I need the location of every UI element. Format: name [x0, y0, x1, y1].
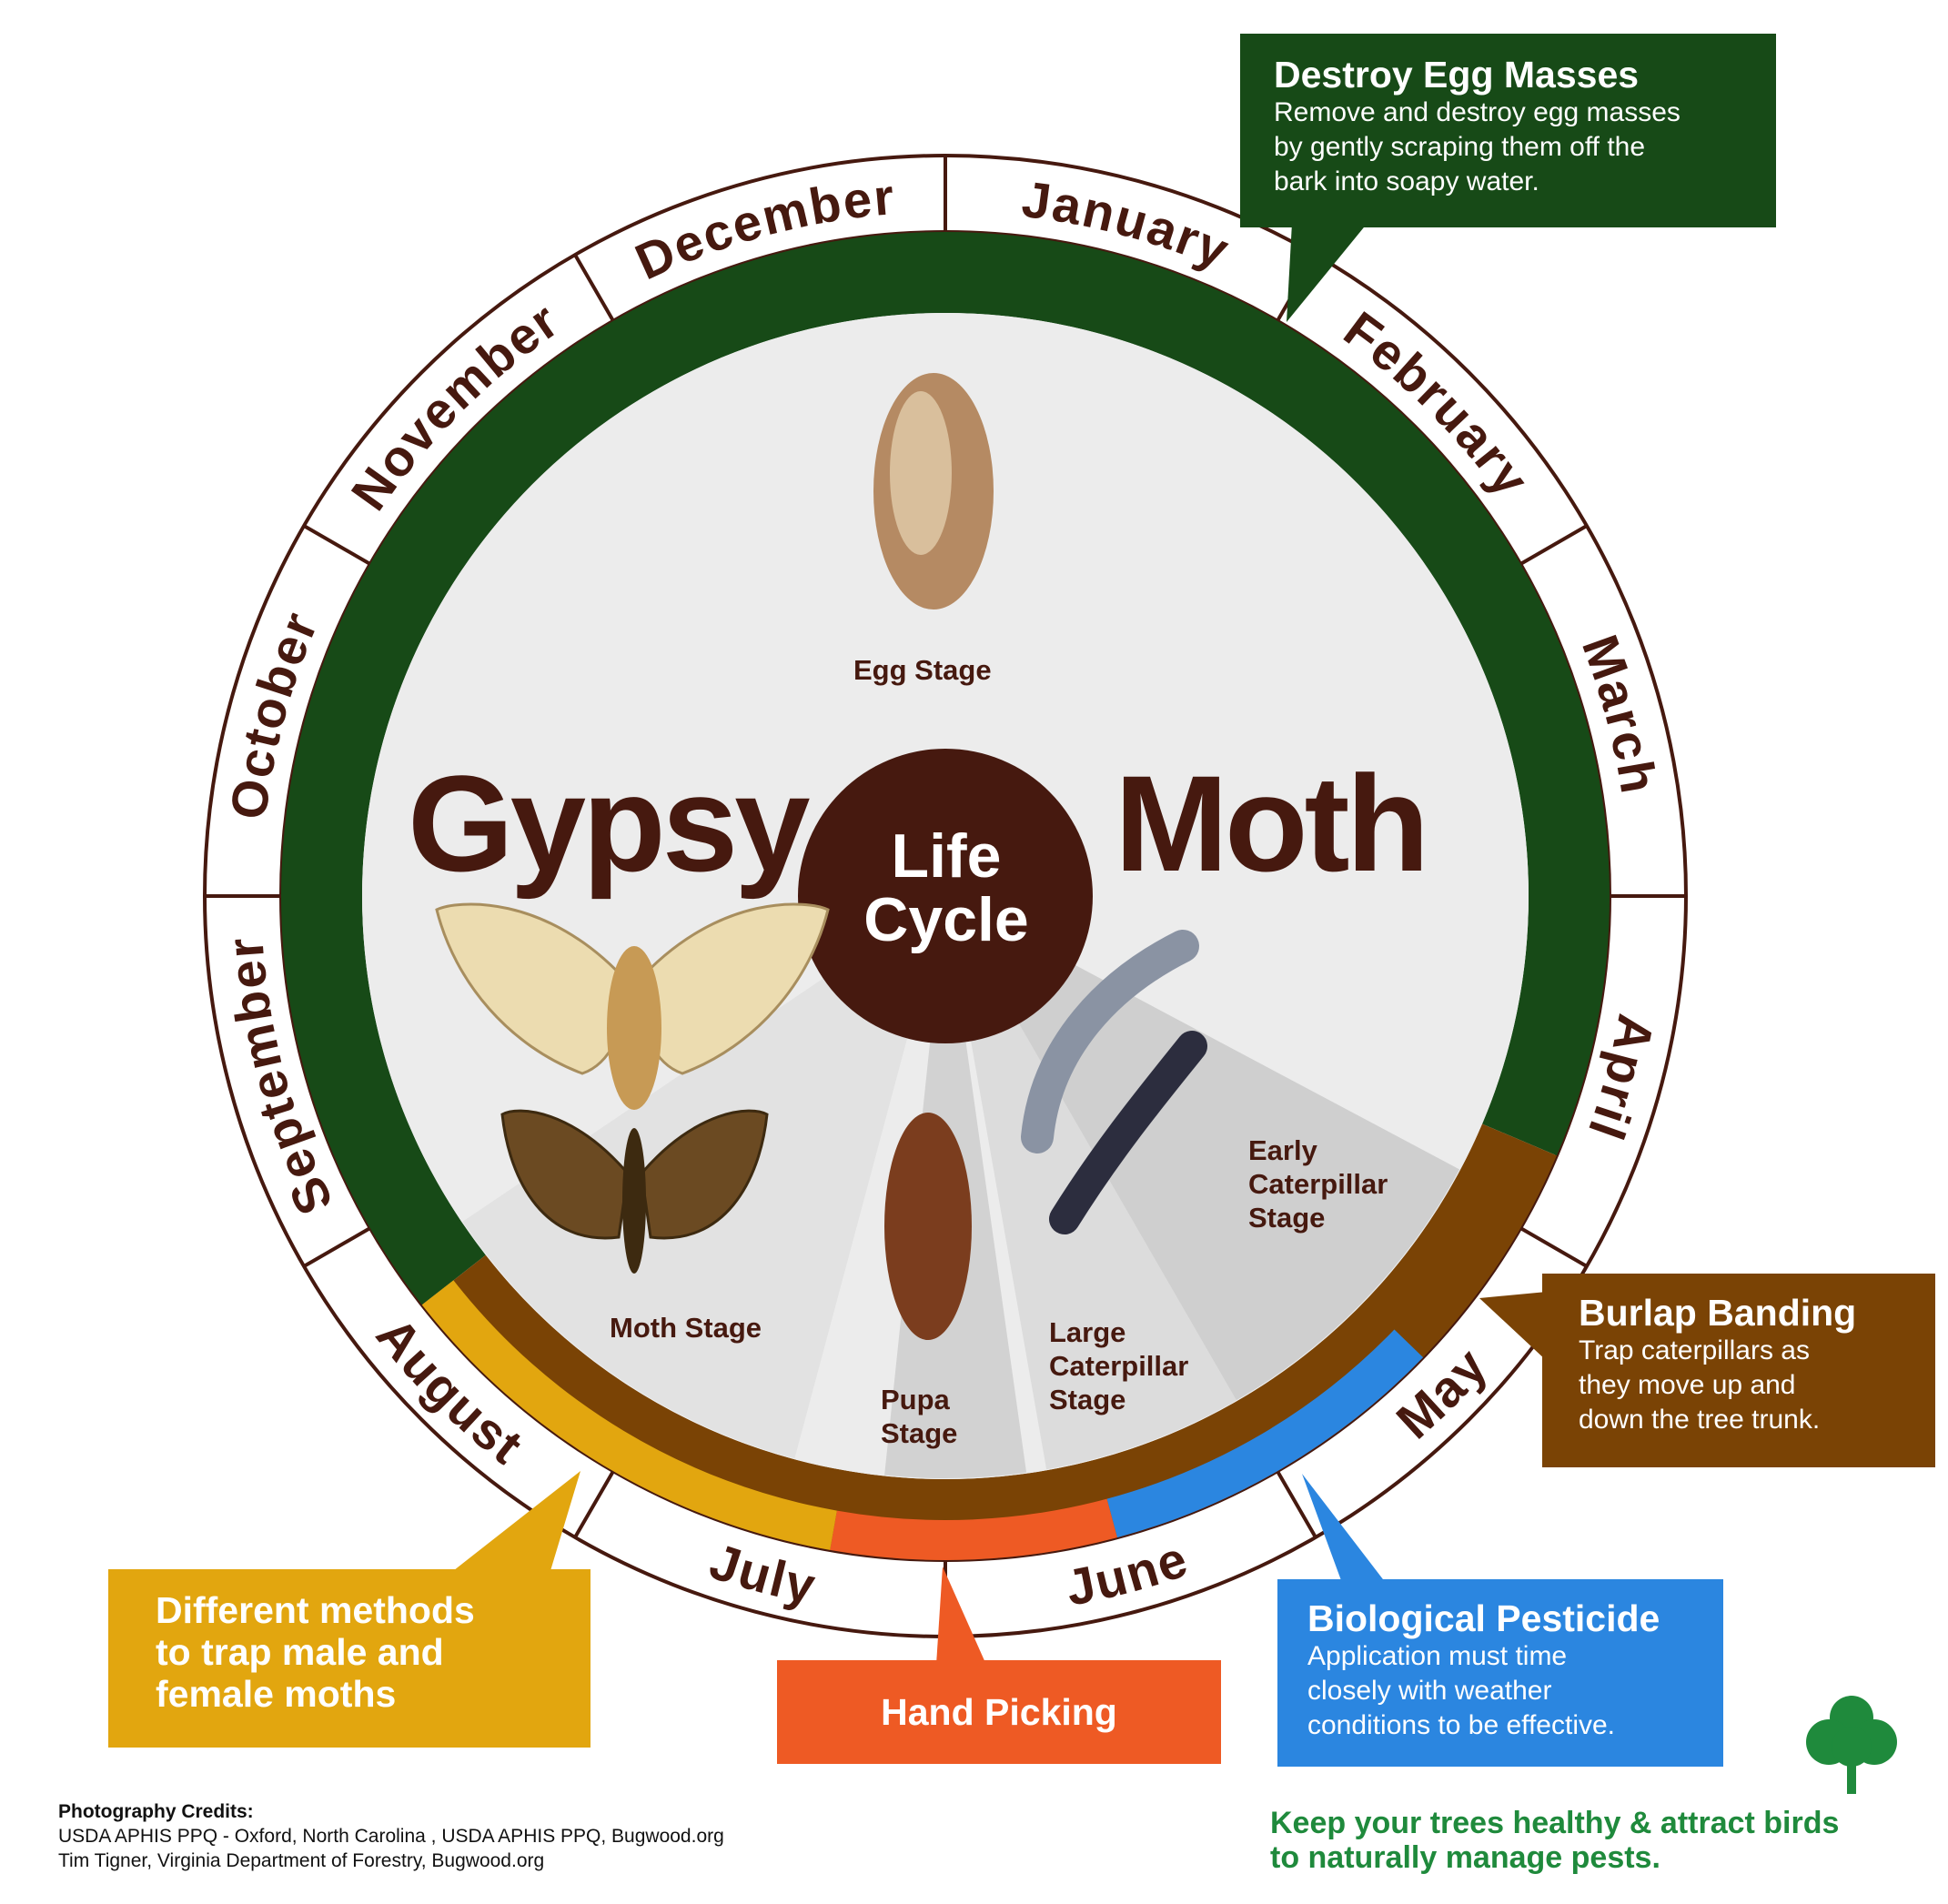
callout-burlap-banding: Burlap Banding Trap caterpillars as they… [1542, 1274, 1935, 1467]
large-caterpillar-line: Large [1049, 1316, 1126, 1348]
stage-photos [435, 373, 1207, 1340]
callout-title-line: to trap male and [156, 1631, 444, 1673]
callout-body-line: they move up and [1579, 1370, 1796, 1400]
callout-body-line: bark into soapy water. [1274, 166, 1539, 196]
early-caterpillar-line: Stage [1248, 1202, 1326, 1234]
month-divider [1519, 1226, 1588, 1268]
pesticide-callout-tail [1302, 1474, 1386, 1583]
credits-heading: Photography Credits: [58, 1801, 254, 1822]
month-divider [1276, 1470, 1317, 1538]
callout-title: Destroy Egg Masses [1274, 54, 1640, 96]
credits-line: USDA APHIS PPQ - Oxford, North Carolina … [58, 1826, 724, 1847]
burlap-callout-tail [1479, 1292, 1547, 1361]
title-moth: Moth [1115, 747, 1429, 900]
hand-picking-callout-tail [936, 1567, 986, 1665]
caterpillar-photo [1021, 930, 1207, 1234]
callout-body-line: conditions to be effective. [1307, 1710, 1615, 1740]
photo-credits: Photography Credits: USDA APHIS PPQ - Ox… [58, 1799, 724, 1873]
moth-trap-arc [421, 1280, 837, 1550]
callout-biological-pesticide: Biological Pesticide Application must ti… [1277, 1579, 1723, 1767]
center-label-cycle: Cycle [863, 885, 1029, 954]
biological-pesticide-arc [1106, 1329, 1424, 1538]
egg-mass-highlight [890, 391, 952, 555]
callout-title: Hand Picking [881, 1691, 1117, 1733]
female-moth-photo [435, 902, 830, 1110]
month-divider [1519, 524, 1588, 566]
pupa-line: Pupa [881, 1384, 950, 1415]
traps-callout-tail [449, 1471, 580, 1574]
callout-title-line: female moths [156, 1673, 397, 1715]
credits-line: Tim Tigner, Virginia Department of Fores… [58, 1850, 545, 1871]
egg-stage-label: Egg Stage [853, 654, 992, 686]
month-divider [303, 1226, 371, 1268]
month-divider [573, 1470, 615, 1538]
early-caterpillar-line: Early [1248, 1134, 1317, 1166]
moth-stage-label: Moth Stage [610, 1312, 762, 1344]
callout-title: Biological Pesticide [1307, 1597, 1660, 1639]
callout-body-line: by gently scraping them off the [1274, 132, 1646, 162]
center-label-life: Life [891, 821, 1002, 891]
egg-masses-callout-tail [1287, 223, 1368, 322]
center-circle [798, 749, 1093, 1043]
callout-title-line: Different methods [156, 1589, 475, 1631]
callout-body-line: Remove and destroy egg masses [1274, 97, 1681, 127]
callout-destroy-egg-masses: Destroy Egg Masses Remove and destroy eg… [1240, 34, 1776, 227]
pupa-photo [884, 1113, 972, 1340]
large-caterpillar-line: Caterpillar [1049, 1350, 1189, 1382]
month-divider [573, 254, 615, 322]
footer-message: Keep your trees healthy & attract birds … [1270, 1806, 1839, 1875]
month-divider [303, 524, 371, 566]
footer-line: Keep your trees healthy & attract birds [1270, 1806, 1840, 1840]
tree-icon [1806, 1696, 1897, 1794]
callout-body-line: Application must time [1307, 1641, 1568, 1671]
callout-hand-picking: Hand Picking [777, 1660, 1221, 1764]
callout-body-line: Trap caterpillars as [1579, 1335, 1810, 1365]
title-gypsy: Gypsy [408, 747, 811, 900]
callout-body-line: down the tree trunk. [1579, 1405, 1821, 1435]
large-caterpillar-line: Stage [1049, 1384, 1126, 1415]
callout-body-line: closely with weather [1307, 1676, 1552, 1706]
footer-line: to naturally manage pests. [1270, 1840, 1660, 1875]
egg-masses-arc [280, 231, 1610, 1305]
hand-picking-arc [830, 1498, 1117, 1560]
stage-wedge [989, 938, 1460, 1405]
male-moth-photo [500, 1109, 769, 1274]
callout-title: Burlap Banding [1579, 1292, 1857, 1334]
pupa-line: Stage [881, 1417, 958, 1449]
early-caterpillar-line: Caterpillar [1248, 1168, 1388, 1200]
callout-trap-moths: Different methods to trap male and femal… [108, 1569, 590, 1748]
